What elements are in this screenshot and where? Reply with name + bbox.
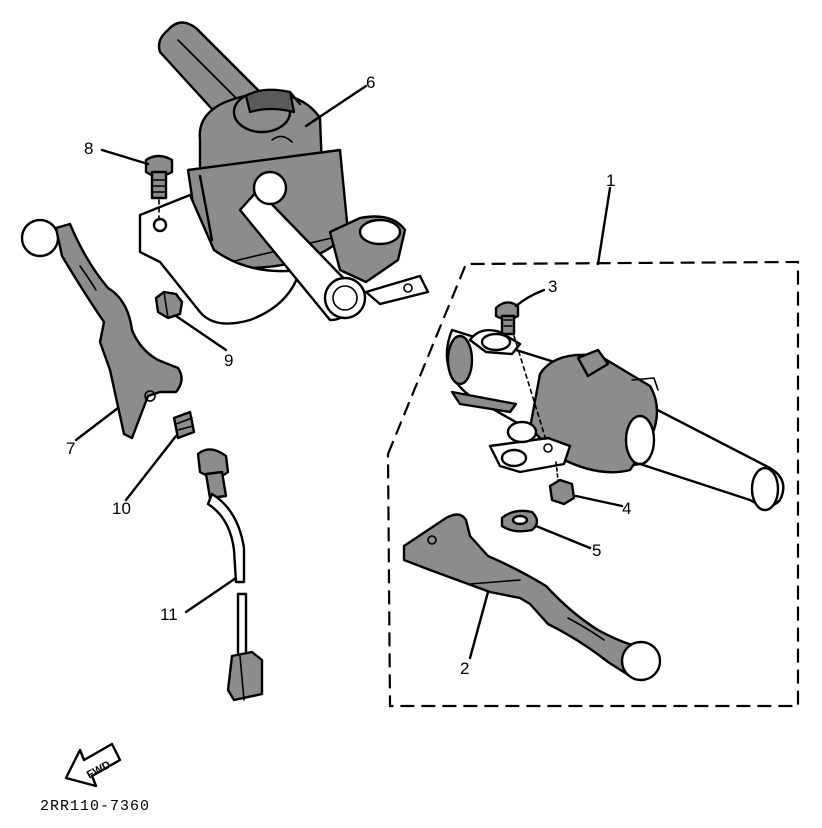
callout-leaders [74, 84, 624, 660]
nut-part-9 [154, 290, 184, 320]
callout-part-10: 10 [112, 499, 131, 518]
callout-part-2: 2 [460, 659, 469, 678]
screw-part-3 [494, 301, 547, 441]
assembly-boundary [386, 260, 800, 708]
callout-part-9: 9 [224, 351, 233, 370]
callout-part-5: 5 [592, 541, 601, 560]
callout-part-8: 8 [84, 139, 93, 158]
callout-part-7: 7 [66, 439, 75, 458]
washer-part-5 [500, 509, 539, 533]
callout-part-6: 6 [366, 73, 375, 92]
callout-part-3: 3 [548, 277, 557, 296]
bolt-part-8 [144, 154, 174, 223]
lever-part-2 [402, 513, 662, 682]
spring-part-10 [172, 410, 196, 440]
throttle-housing [138, 88, 430, 325]
callout-labels: 1 2 3 4 5 6 7 8 9 10 11 [66, 73, 631, 678]
callout-part-4: 4 [622, 499, 631, 518]
callout-part-1: 1 [606, 171, 615, 190]
forward-direction-marker: FWD [64, 742, 122, 788]
callout-part-11: 11 [160, 605, 178, 624]
clutch-lever-holder [445, 328, 785, 512]
cable-part-11 [196, 448, 264, 702]
lever-part-7 [20, 218, 183, 440]
nut-part-4 [548, 461, 576, 506]
diagram-code: 2RR110-7360 [40, 798, 150, 815]
